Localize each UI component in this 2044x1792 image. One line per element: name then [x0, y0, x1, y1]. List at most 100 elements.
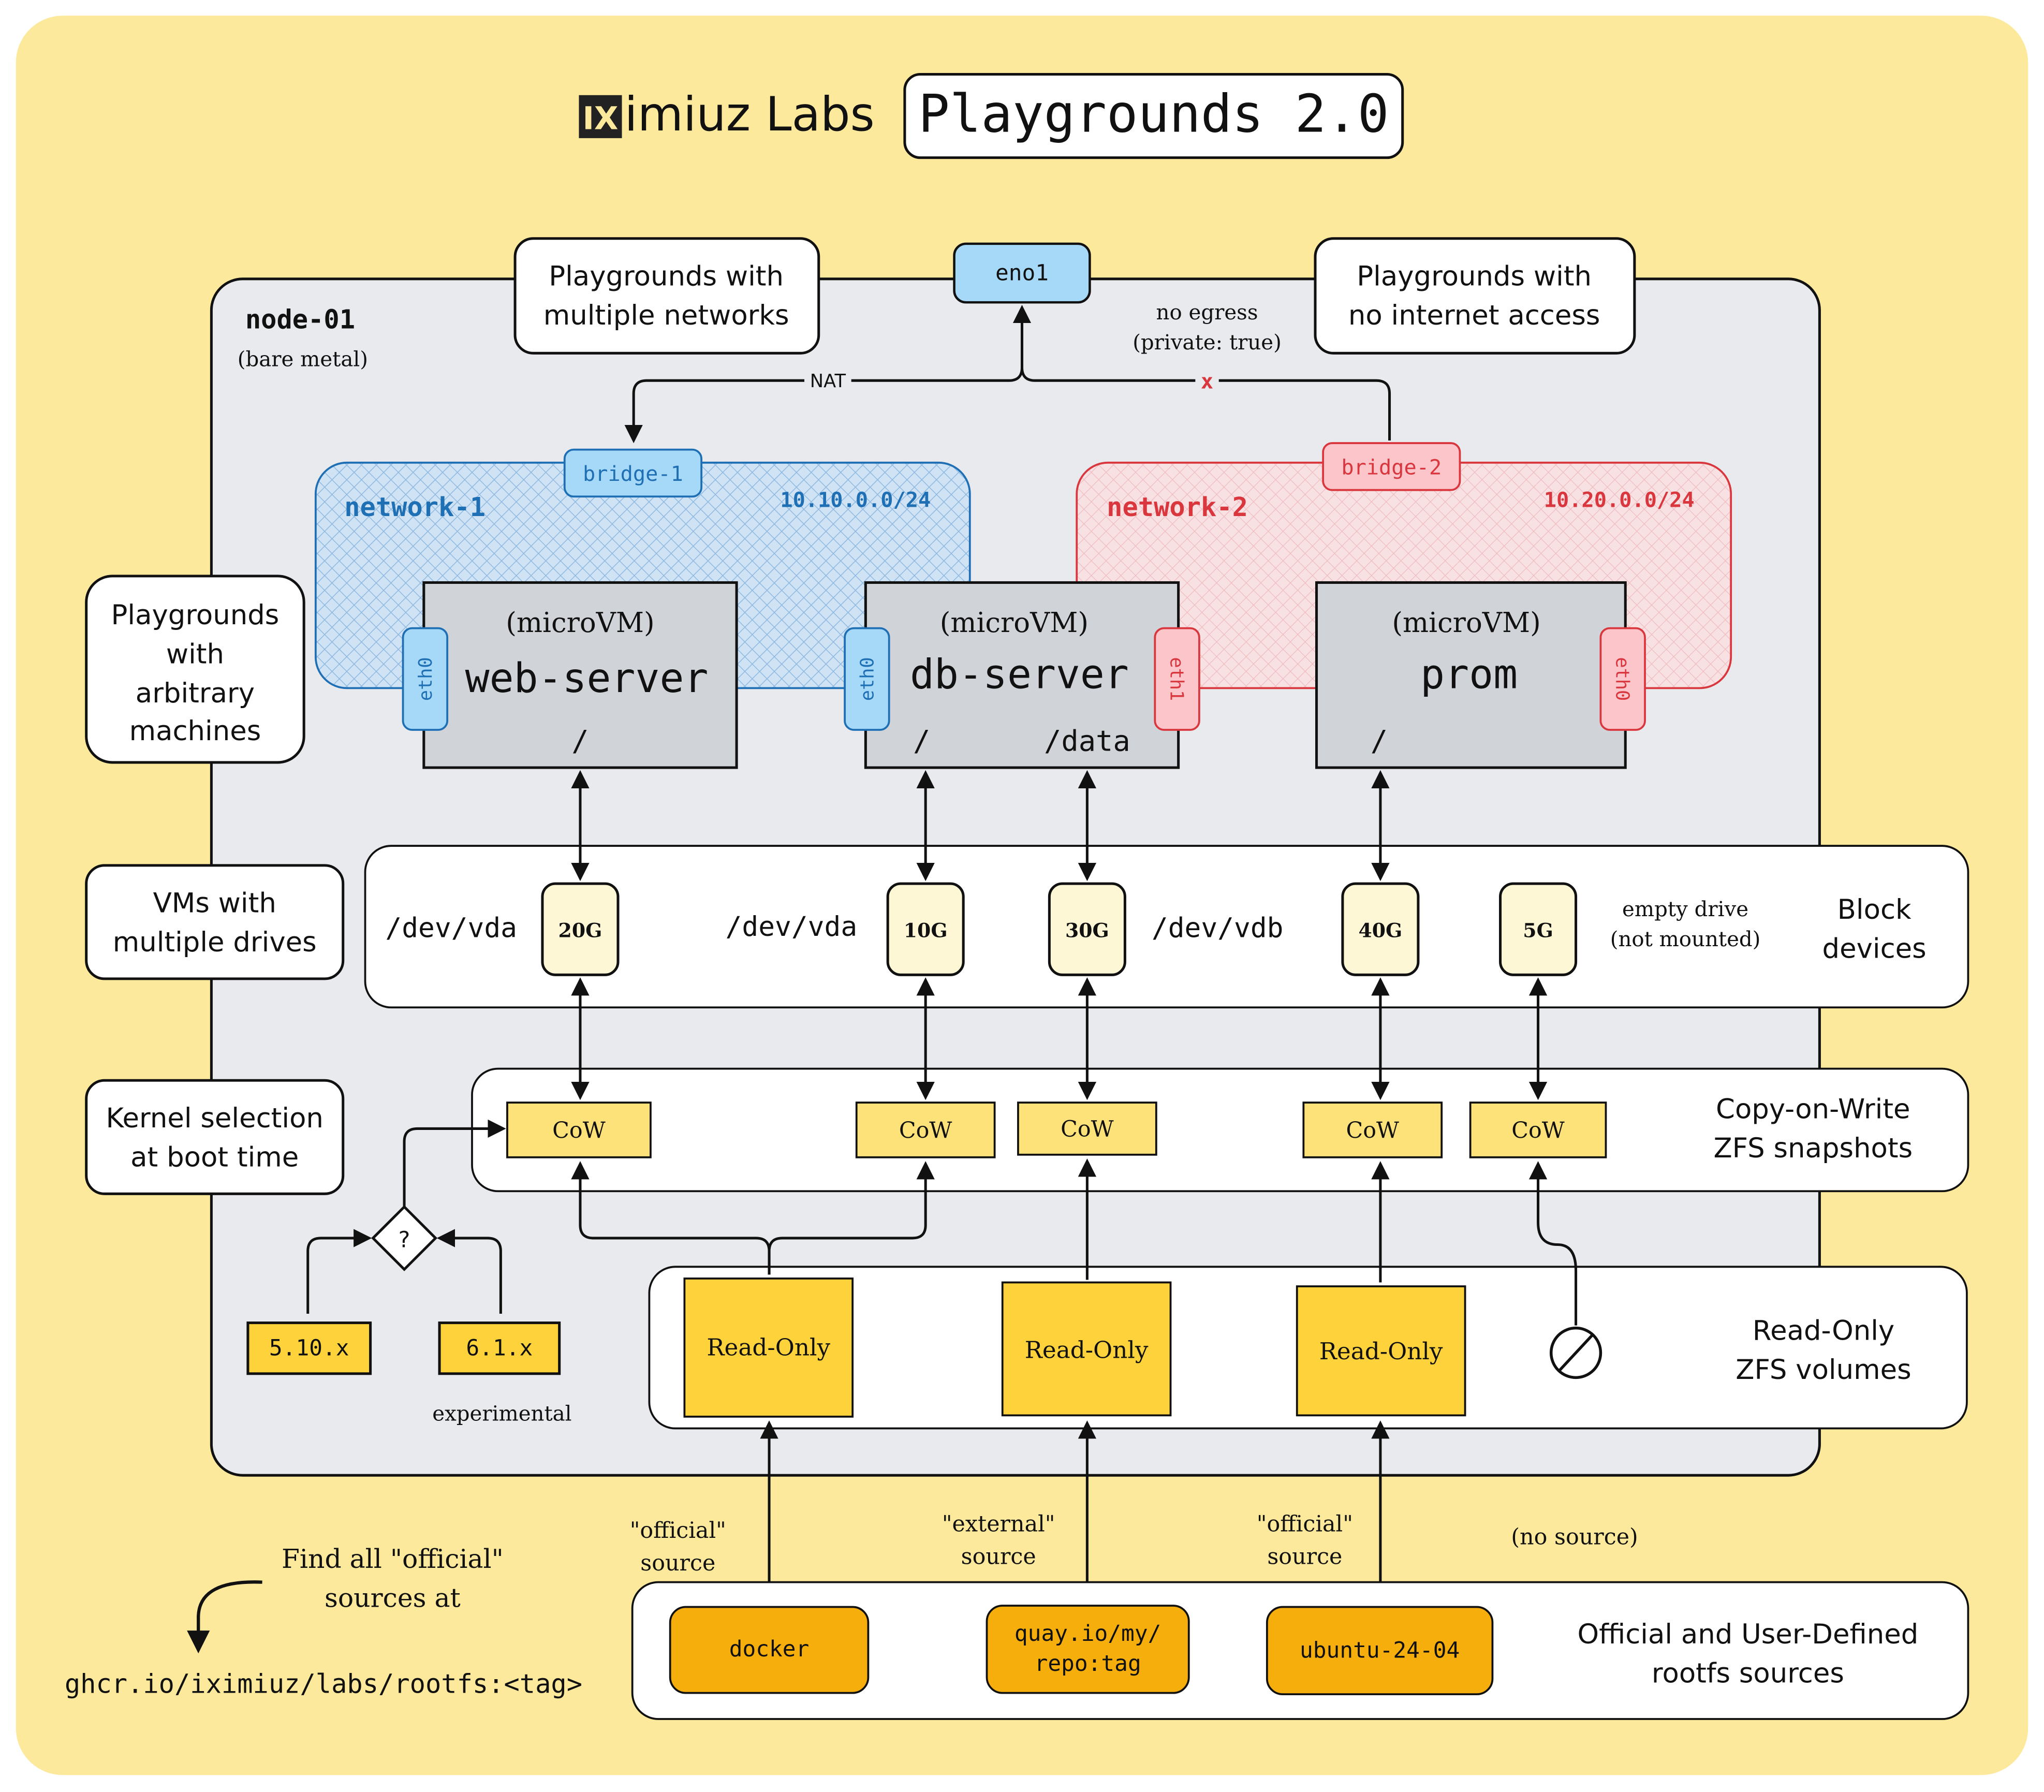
source-note-line2: source	[961, 1544, 1036, 1569]
nat-label: NAT	[810, 371, 846, 392]
source-label: docker	[729, 1636, 810, 1662]
callout-arbitrary-machines-line2: with	[166, 639, 224, 670]
source-note-line2: source	[1267, 1544, 1342, 1569]
title-box	[903, 72, 1404, 159]
node-subtitle: (bare metal)	[238, 348, 368, 372]
kernel-5-10-arrow	[306, 1229, 372, 1314]
cow-snapshot: CoW	[1469, 1101, 1607, 1158]
cow-label: CoW	[1061, 1117, 1114, 1142]
bridge-2	[1322, 442, 1461, 491]
drive-size: 10G	[904, 919, 948, 942]
vm-web-server: (microVM) web-server / eth0	[402, 581, 738, 769]
vm-mount-root: /	[1371, 725, 1388, 758]
kernel-6-1-arrow	[436, 1229, 502, 1314]
callout-no-internet-line1: Playgrounds with	[1357, 260, 1592, 292]
snapshots-label-line1: Copy-on-Write	[1716, 1093, 1910, 1125]
uplink-label: eno1	[995, 260, 1049, 286]
kernel-version: 6.1.x	[466, 1335, 533, 1361]
node-name: node-01	[245, 304, 355, 334]
nic-eth1	[1154, 627, 1200, 731]
vm-kind: (microVM)	[940, 607, 1089, 639]
find-note-line2: sources at	[325, 1582, 461, 1613]
block-devices-label-line2: devices	[1822, 933, 1927, 965]
bridge-2-label: bridge-2	[1341, 456, 1442, 479]
source-label: ubuntu-24-04	[1300, 1638, 1460, 1664]
drive-40g: 40G	[1341, 882, 1420, 976]
source-label: repo:tag	[1035, 1651, 1141, 1677]
drive-30g: 30G	[1048, 882, 1126, 976]
block-devices-label-line1: Block	[1837, 894, 1911, 926]
callout-arbitrary-machines-line1: Playgrounds	[111, 599, 280, 631]
find-note-arrow	[187, 1580, 262, 1654]
cow-snapshot: CoW	[1302, 1101, 1443, 1158]
dev-label: /dev/vda	[726, 911, 858, 943]
callout-arbitrary-machines	[85, 575, 305, 764]
vm-name: db-server	[910, 651, 1129, 698]
logo-text: imiuz Labs	[625, 87, 875, 142]
logo-mark-box	[579, 95, 622, 138]
drive-size: 30G	[1065, 919, 1109, 942]
callout-multiple-networks-line1: Playgrounds with	[549, 260, 784, 292]
callout-multiple-drives	[85, 864, 345, 980]
volume-label: Read-Only	[1319, 1338, 1443, 1365]
kernel-experimental-note: experimental	[432, 1402, 571, 1426]
empty-drive-note-line2: (not mounted)	[1610, 928, 1761, 951]
drive-5g: 5G	[1499, 882, 1578, 976]
vm-kind: (microVM)	[506, 607, 654, 639]
callout-multiple-networks-line2: multiple networks	[543, 300, 789, 331]
drive-size: 40G	[1359, 919, 1403, 942]
source-docker: docker	[669, 1606, 870, 1694]
drive-cow-connectors	[571, 977, 1548, 1100]
drive-size: 5G	[1523, 919, 1553, 942]
source-quay: quay.io/my/ repo:tag	[986, 1605, 1190, 1694]
source-note-none: (no source)	[1511, 1524, 1638, 1550]
kernel-decision-diamond	[371, 1205, 438, 1271]
drive-20g: 20G	[541, 882, 620, 976]
nic-label: eth0	[1612, 657, 1633, 701]
network-2-cidr: 10.20.0.0/24	[1544, 488, 1695, 512]
sources-label-line2: rootfs sources	[1652, 1658, 1844, 1690]
dev-label: /dev/vdb	[1152, 912, 1284, 944]
callout-kernel-selection	[85, 1079, 345, 1195]
nic-label: eth0	[415, 657, 436, 701]
network-1-cidr: 10.10.0.0/24	[780, 488, 931, 512]
uplink-eno1	[953, 242, 1091, 304]
volume-label: Read-Only	[1025, 1336, 1149, 1364]
no-egress-line2: (private: true)	[1133, 331, 1282, 355]
empty-drive-note-line1: empty drive	[1622, 898, 1748, 921]
snapshots-label-line2: ZFS snapshots	[1713, 1133, 1913, 1164]
vm-prom: (microVM) prom / eth0	[1315, 581, 1646, 769]
readonly-volume: Read-Only	[683, 1277, 854, 1418]
find-note-line1: Find all "official"	[282, 1544, 504, 1574]
network-1-name: network-1	[344, 492, 486, 522]
no-egress-line1: no egress	[1156, 301, 1258, 325]
callout-multiple-drives-line1: VMs with	[153, 887, 276, 919]
kernel-5-10: 5.10.x	[246, 1321, 372, 1375]
nic-label: eth0	[857, 657, 878, 701]
callout-multiple-networks	[513, 237, 820, 355]
network-2-name: network-2	[1107, 492, 1248, 522]
volume-cow-connectors	[571, 1158, 1578, 1326]
bridge-1-label: bridge-1	[583, 462, 683, 486]
vm-name: web-server	[465, 655, 709, 702]
volumes-label-line1: Read-Only	[1753, 1315, 1894, 1346]
readonly-volume: Read-Only	[1001, 1281, 1172, 1417]
vm-drive-connectors	[571, 770, 1390, 882]
callout-arbitrary-machines-line3: arbitrary	[136, 678, 255, 709]
readonly-volume: Read-Only	[1296, 1285, 1466, 1417]
source-note-line1: "official"	[1257, 1511, 1353, 1537]
vm-mount-root: /	[913, 725, 930, 758]
page-title: Playgrounds 2.0	[918, 83, 1389, 144]
drive-size: 20G	[558, 919, 602, 942]
kernel-6-1: 6.1.x	[438, 1321, 561, 1375]
kernel-version: 5.10.x	[269, 1335, 349, 1361]
vm-kind: (microVM)	[1392, 607, 1540, 639]
nic-label: eth1	[1166, 657, 1187, 701]
source-volume-connectors	[760, 1420, 1390, 1602]
cow-snapshot: CoW	[506, 1101, 652, 1158]
logo-mark: IX	[582, 100, 618, 137]
cow-label: CoW	[899, 1118, 952, 1143]
sources-label-line1: Official and User-Defined	[1577, 1619, 1918, 1650]
blocked-mark: x	[1201, 370, 1213, 393]
